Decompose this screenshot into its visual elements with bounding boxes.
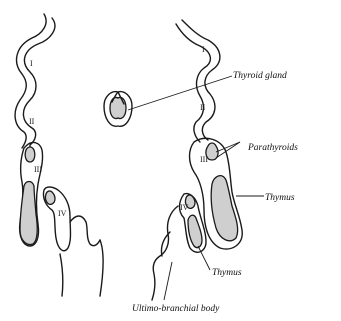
- right-pouch-4-number: IV: [180, 203, 189, 212]
- thymus-label-lower: Thymus: [212, 268, 242, 278]
- left-pouch-4: [43, 187, 103, 296]
- left-parathyroid-3: [25, 147, 35, 162]
- right-pharyngeal-wall: [176, 20, 220, 142]
- left-parathyroid-4: [45, 191, 55, 204]
- left-pouch-2-number: II: [29, 117, 35, 126]
- ultimo-branchial-body-label: Ultimo-branchial body: [132, 304, 220, 314]
- left-pouch-4-number: IV: [58, 209, 67, 218]
- right-pouch-3-number: III: [200, 155, 208, 164]
- parathyroids-label: Parathyroids: [247, 143, 298, 153]
- left-pouch-3-number: III: [34, 165, 42, 174]
- leader-lines: [128, 76, 264, 300]
- right-thymus-lower: [188, 215, 202, 247]
- thyroid-gland-label: Thyroid gland: [233, 71, 287, 81]
- thyroid-gland: [104, 92, 132, 127]
- left-pharyngeal-wall: [15, 14, 55, 150]
- left-pouch-1-number: I: [30, 59, 33, 68]
- right-pouch-1-number: I: [202, 45, 205, 54]
- left-pouch-3: [20, 143, 43, 246]
- right-pouch-2-number: II: [200, 103, 206, 112]
- thymus-label-upper: Thymus: [265, 193, 295, 203]
- right-thymus-upper: [211, 176, 237, 241]
